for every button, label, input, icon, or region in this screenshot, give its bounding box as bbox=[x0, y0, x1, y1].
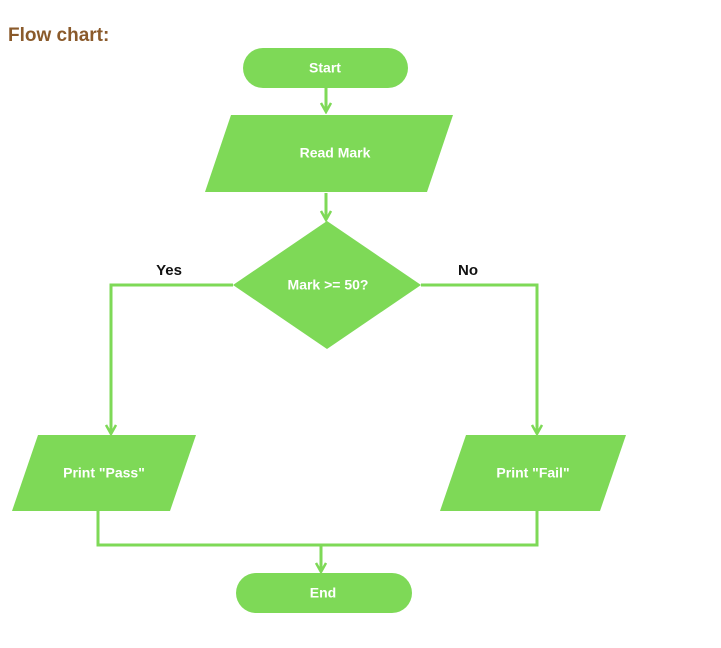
yes-branch-label: Yes bbox=[156, 262, 182, 279]
end-label: End bbox=[310, 585, 336, 601]
decision-label: Mark >= 50? bbox=[288, 277, 369, 293]
read-mark-node: Read Mark bbox=[205, 115, 453, 192]
print-fail-node: Print "Fail" bbox=[440, 435, 626, 511]
read-mark-label: Read Mark bbox=[300, 145, 371, 161]
connector-decision-to-pass bbox=[111, 283, 233, 434]
start-node: Start bbox=[243, 48, 408, 88]
end-node: End bbox=[236, 573, 412, 613]
connector-decision-to-fail bbox=[421, 283, 537, 434]
decision-node: Mark >= 50? bbox=[233, 221, 421, 349]
print-pass-label: Print "Pass" bbox=[63, 465, 145, 481]
print-pass-node: Print "Pass" bbox=[12, 435, 196, 511]
page-title: Flow chart: bbox=[8, 25, 110, 46]
start-label: Start bbox=[309, 60, 341, 76]
print-fail-label: Print "Fail" bbox=[496, 465, 569, 481]
connector-fail-to-merge bbox=[297, 511, 539, 547]
no-branch-label: No bbox=[458, 262, 478, 279]
connector-pass-to-merge bbox=[96, 511, 297, 547]
connectors bbox=[96, 88, 539, 572]
